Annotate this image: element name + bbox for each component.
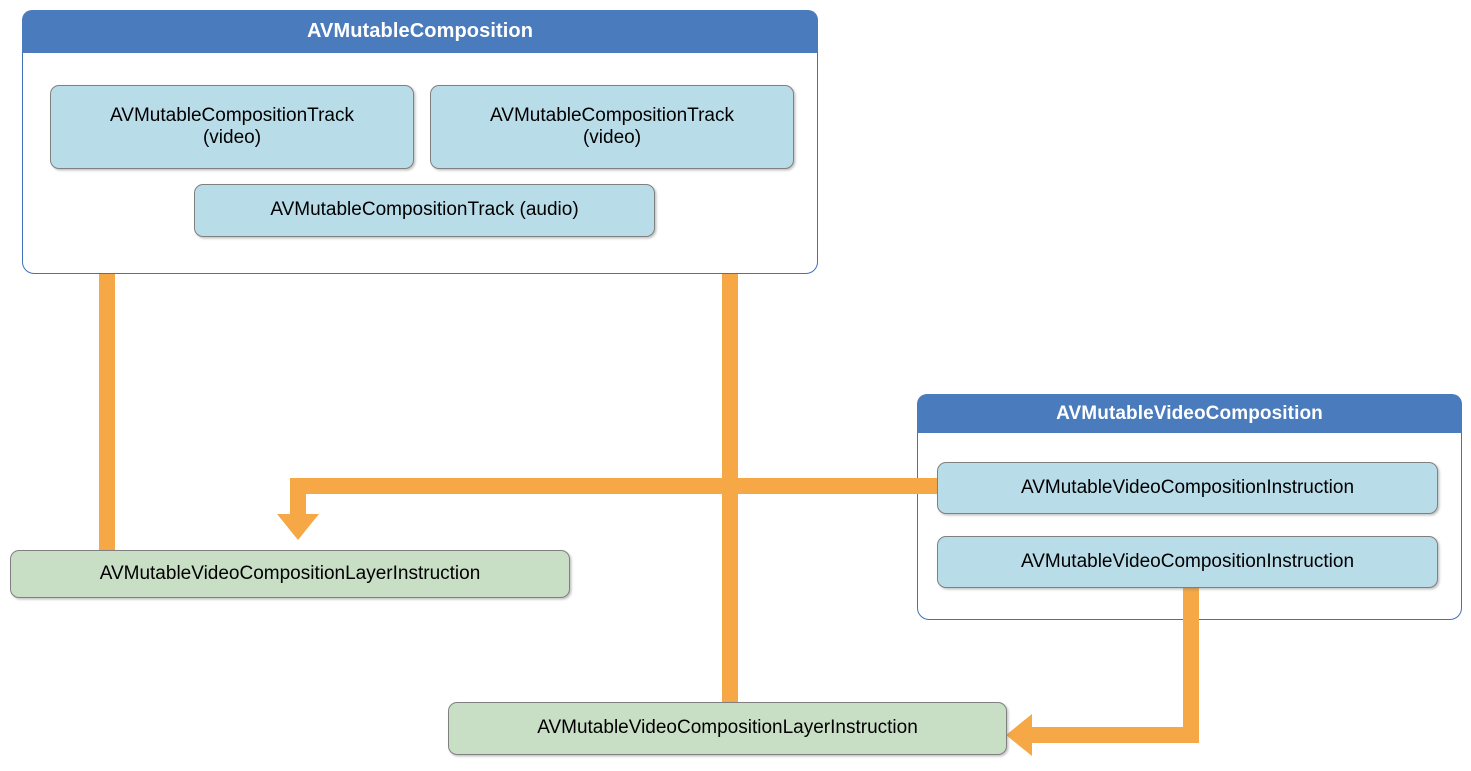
arrowhead-down-icon	[277, 514, 319, 540]
node-video-composition-instruction-1[interactable]: AVMutableVideoCompositionInstruction	[937, 462, 1438, 514]
node-video-composition-instruction-2[interactable]: AVMutableVideoCompositionInstruction	[937, 536, 1438, 588]
node-composition-track-audio[interactable]: AVMutableCompositionTrack (audio)	[194, 184, 655, 237]
connector-shaft-vertical	[722, 200, 738, 710]
arrowhead-left-icon	[1006, 714, 1032, 756]
connector-segment-vertical	[290, 478, 306, 520]
avmutablecomposition-panel-header: AVMutableComposition	[22, 10, 818, 53]
node-video-composition-layer-instruction-2[interactable]: AVMutableVideoCompositionLayerInstructio…	[448, 702, 1007, 755]
node-composition-track-video-1[interactable]: AVMutableCompositionTrack (video)	[50, 85, 414, 169]
connector-segment-horizontal	[290, 478, 950, 494]
avmutablevideocomposition-panel-header: AVMutableVideoComposition	[917, 394, 1462, 433]
node-composition-track-video-2[interactable]: AVMutableCompositionTrack (video)	[430, 85, 794, 169]
node-video-composition-layer-instruction-1[interactable]: AVMutableVideoCompositionLayerInstructio…	[10, 550, 570, 598]
connector-segment-horizontal	[1030, 727, 1199, 743]
connector-segment-vertical	[1183, 582, 1199, 743]
connector-shaft-vertical	[99, 200, 115, 552]
